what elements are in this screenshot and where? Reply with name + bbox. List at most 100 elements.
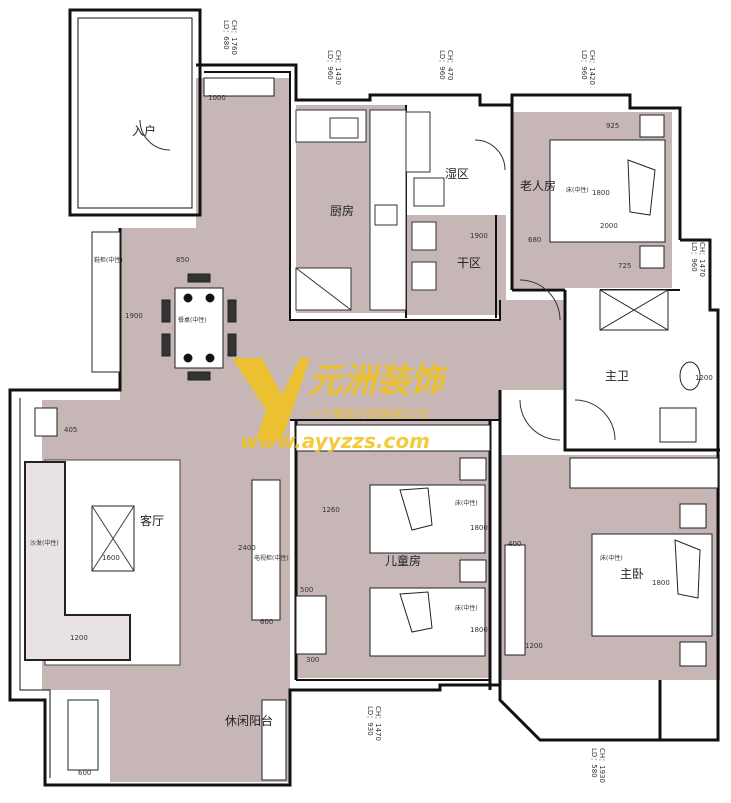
coffee-table-hatch (91, 505, 135, 572)
nightstand-icon (459, 559, 487, 583)
master-furniture (504, 503, 713, 667)
dimension-labels: 1800 2000 1260 1800 1800 2400 1200 1800 … (64, 94, 713, 777)
elder-room-label: 老人房 (520, 178, 556, 193)
pillow-icon (627, 159, 656, 216)
pillow-icon (674, 539, 701, 599)
outer-left-inner (19, 398, 51, 778)
nightstand-icon (679, 641, 707, 667)
brand-logo-icon (232, 358, 310, 440)
kitchen-left-wall (204, 71, 501, 321)
ceiling-note-bath: CH：1470 LD：960 (690, 242, 706, 277)
pillow-icon (399, 487, 433, 531)
svg-text:CH：1420: CH：1420 (588, 50, 596, 85)
dim-label: 1200 (695, 374, 713, 382)
svg-text:CH：1470: CH：1470 (698, 242, 706, 277)
pillow-icon (399, 591, 433, 633)
dim-label: 1900 (125, 312, 143, 320)
wet-zone-label: 湿区 (445, 166, 469, 181)
elder-bed-label: 床(中性) (566, 186, 589, 194)
plate-icon (183, 353, 193, 363)
washer-icon (411, 221, 437, 251)
nightstand-icon (639, 114, 665, 138)
plate-icon (205, 353, 215, 363)
dim-label: 400 (508, 540, 521, 548)
watermark-url: www.ayyzzs.com (240, 429, 430, 453)
dry-zone-label: 干区 (457, 256, 481, 270)
svg-text:CH：1430: CH：1430 (334, 50, 342, 85)
top-wall (196, 63, 682, 240)
svg-text:LD：680: LD：680 (222, 20, 230, 50)
master-desk (504, 544, 526, 656)
master-bath-label: 主卫 (605, 369, 629, 383)
chair-icon (187, 371, 211, 381)
door-swing (139, 119, 171, 151)
laundry-cabinet (67, 699, 99, 771)
plate-icon (183, 293, 193, 303)
ceiling-notes: CH：1760 LD：680 CH：1430 LD：960 CH：470 LD：… (222, 20, 706, 783)
dim-label: 1800 (652, 579, 670, 587)
kitchen-label: 厨房 (330, 203, 354, 218)
balcony-cabinet (261, 699, 287, 781)
kids-furniture (295, 424, 491, 657)
dim-label: 1800 (592, 189, 610, 197)
fridge-diagonal (295, 267, 352, 311)
ceiling-note-kitchen: CH：1430 LD：960 (326, 50, 342, 85)
svg-text:CH：1760: CH：1760 (230, 20, 238, 55)
dim-label: 2000 (600, 222, 618, 230)
chair-icon (161, 333, 171, 357)
furniture-labels: 床(中性) 床(中性) 床(中性) 床(中性) 沙发(中性) 餐桌(中性) 鞋柜… (30, 186, 623, 612)
entrance-wall (68, 8, 202, 217)
entry-cabinet (203, 77, 275, 97)
wardrobe-icon (569, 457, 719, 489)
dining-table (174, 287, 224, 369)
shoe-cabinet-label: 鞋柜(中性) (94, 256, 123, 264)
sofa-icon (24, 461, 131, 661)
sofa-label: 沙发(中性) (30, 539, 59, 547)
dining-table-label: 餐桌(中性) (178, 316, 207, 324)
svg-text:CH：1470: CH：1470 (374, 706, 382, 741)
dim-label: 1200 (70, 634, 88, 642)
stove-icon (374, 204, 398, 226)
svg-text:LD：930: LD：930 (366, 706, 374, 736)
ceiling-note-kids: CH：1470 LD：930 (366, 706, 382, 741)
watermark-slogan: 一个懂设计的装修公司 (308, 406, 428, 421)
entrance-inner-wall (77, 17, 193, 209)
watermark-brand: 元洲装饰 (308, 361, 449, 401)
wet-cabinet (405, 111, 431, 173)
living-furniture (24, 77, 281, 666)
dim-label: 1260 (322, 506, 340, 514)
shoe-cabinet (91, 231, 121, 373)
master-bed-label: 床(中性) (600, 554, 623, 562)
watermark: 元洲装饰 一个懂设计的装修公司 www.ayyzzs.com (232, 358, 449, 453)
svg-text:LD：960: LD：960 (580, 50, 588, 80)
bath-fixtures (569, 289, 719, 489)
nightstand-icon (639, 245, 665, 269)
bath-wall (563, 290, 720, 452)
dim-label: 680 (528, 236, 541, 244)
kids-bed-upper-label: 床(中性) (455, 499, 478, 507)
living-room-label: 客厅 (140, 513, 164, 528)
bottom-wall (110, 683, 660, 787)
master-bedroom-label: 主卧 (620, 567, 644, 581)
kids-wardrobe (295, 424, 491, 452)
svg-text:LD：960: LD：960 (438, 50, 446, 80)
chair-icon (227, 299, 237, 323)
door-swing (519, 399, 561, 441)
sink-icon (329, 117, 359, 139)
entrance-label: 入户 (132, 123, 156, 138)
svg-text:CH：470: CH：470 (446, 50, 454, 81)
balcony-floor (110, 690, 290, 782)
ceiling-note-elder: CH：1420 LD：960 (580, 50, 596, 85)
dim-label: 2400 (238, 544, 256, 552)
door-swing (574, 399, 616, 441)
dim-label: 1800 (470, 626, 488, 634)
shower-diagonal (599, 289, 669, 331)
tv-cabinet-label: 电视柜(中性) (254, 554, 289, 562)
dining-set (161, 273, 237, 381)
elder-furniture (549, 114, 666, 269)
dim-label: 1800 (470, 524, 488, 532)
dim-label: 1900 (470, 232, 488, 240)
dim-label: 925 (606, 122, 619, 130)
ceiling-note-wet: CH：470 LD：960 (438, 50, 454, 81)
